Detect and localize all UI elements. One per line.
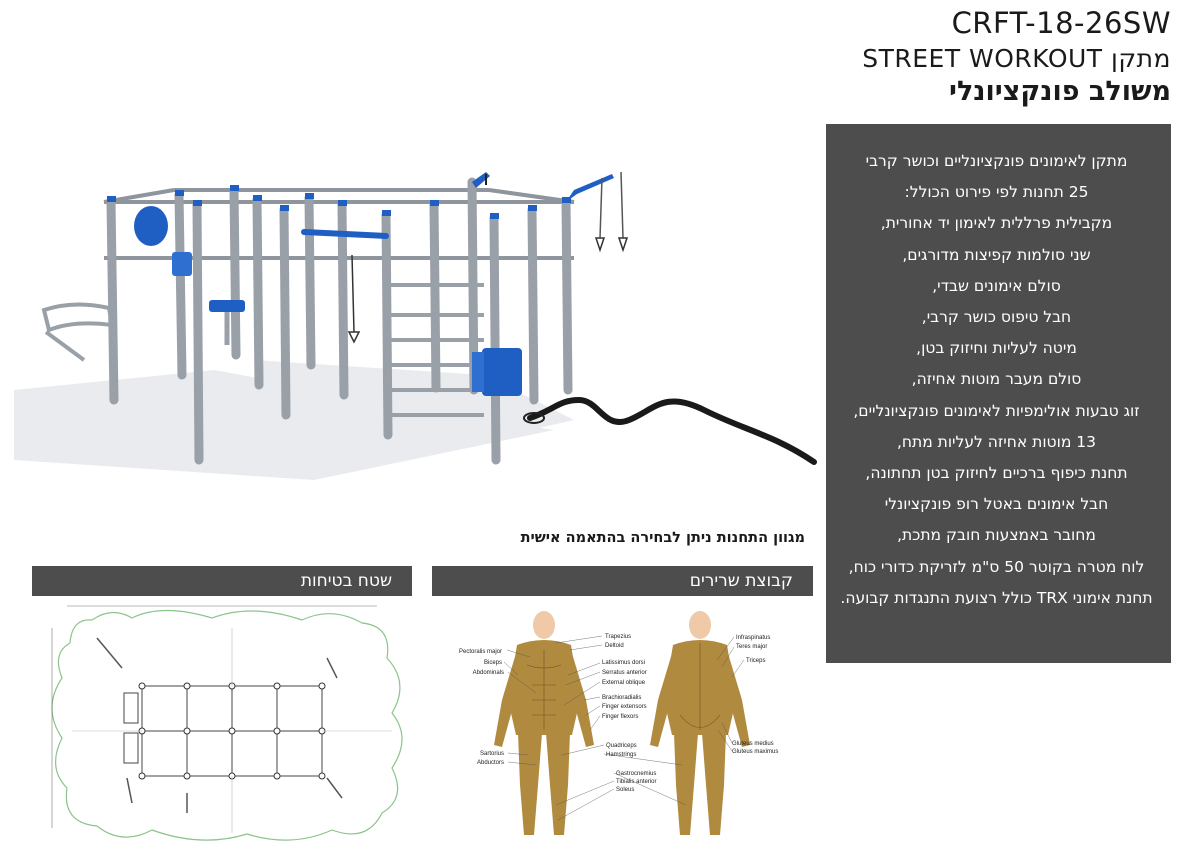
feature-item: זוג טבעות אולימפיות לאימונים פונקציונליי…: [853, 401, 1140, 420]
muscle-label: Hamstrings: [606, 752, 636, 758]
muscle-label: Abductors: [477, 760, 504, 766]
feature-item: תחנת אימוני TRX כולל רצועת התנגדות קבועה…: [840, 588, 1153, 607]
feature-item: חבל אימונים באטל רופ פונקציונלי: [884, 495, 1109, 514]
muscle-label: Abdominals: [473, 670, 504, 676]
muscle-label: Latissimus dorsi: [602, 660, 645, 666]
muscle-label: Finger extensors: [602, 704, 647, 710]
muscle-diagram: Pectoralis major Biceps Abdominals Sarto…: [459, 611, 778, 835]
muscle-label: Infraspinatus: [736, 635, 770, 641]
features-panel: מתקן לאימונים פונקציונליים וכושר קרבי 25…: [826, 124, 1171, 663]
muscle-label: Biceps: [484, 660, 502, 666]
customization-note: מגוון התחנות ניתן לבחירה בהתאמה אישית: [520, 530, 805, 546]
muscle-label: Triceps: [746, 658, 765, 664]
muscle-label: Teres major: [736, 644, 767, 650]
safety-area-header: שטח בטיחות: [32, 566, 412, 596]
front-body-figure: [494, 611, 594, 835]
model-code: CRFT-18-26SW: [951, 6, 1171, 40]
product-subtitle: משולב פונקציונלי: [949, 76, 1171, 107]
muscle-label: Trapezius: [605, 634, 631, 640]
feature-item: 13 מוטות אחיזה לעליות מתח,: [896, 432, 1097, 451]
muscle-label: Gluteus maximus: [732, 749, 778, 755]
feature-item: לוח מטרה בקוטר 50 ס"מ לזריקת כדורי כוח,: [848, 557, 1145, 576]
muscle-label: Gastrocnemius: [616, 771, 656, 777]
feature-item: מקבילית פרללית לאימון יד אחורית,: [880, 214, 1113, 233]
muscle-label: Tibialis anterior: [616, 779, 656, 785]
feature-item: מתקן לאימונים פונקציונליים וכושר קרבי: [865, 152, 1128, 170]
muscle-label: Brachioradialis: [602, 695, 641, 701]
feature-item: שני סולמות קפיצות מדורגים,: [902, 245, 1091, 264]
equipment-render: [14, 171, 817, 480]
muscle-label: Sartorius: [480, 751, 504, 757]
feature-item: מחובר באמצעות חובק מתכת,: [897, 526, 1096, 545]
muscle-label: Soleus: [616, 787, 634, 793]
muscle-group-header: קבוצת שרירים: [432, 566, 813, 596]
muscle-label: Pectoralis major: [459, 649, 502, 655]
muscle-label: External oblique: [602, 680, 646, 686]
safety-area-plan: [51, 605, 403, 841]
muscle-label: Quadriceps: [606, 743, 637, 749]
feature-item: 25 תחנות לפי פירוט הכולל:: [904, 183, 1089, 202]
feature-item: תחנת כיפוף ברכיים לחיזוק בטן תחתונה,: [865, 464, 1128, 483]
muscle-label: Deltoid: [605, 643, 624, 649]
muscle-label: Finger flexors: [602, 714, 638, 720]
feature-item: מיטה לעליות וחיזוק בטן,: [916, 339, 1077, 358]
muscle-label: Serratus anterior: [602, 670, 647, 676]
features-list: מתקן לאימונים פונקציונליים וכושר קרבי 25…: [836, 146, 1157, 614]
muscle-label: Gluteus medius: [732, 741, 774, 747]
feature-item: סולם מעבר מוטות אחיזה,: [911, 370, 1082, 389]
feature-item: סולם אימונים שבדי,: [932, 276, 1061, 295]
product-title: מתקן STREET WORKOUT: [862, 44, 1171, 73]
feature-item: חבל טיפוס כושר קרבי,: [921, 308, 1072, 327]
back-body-figure: [650, 611, 750, 835]
